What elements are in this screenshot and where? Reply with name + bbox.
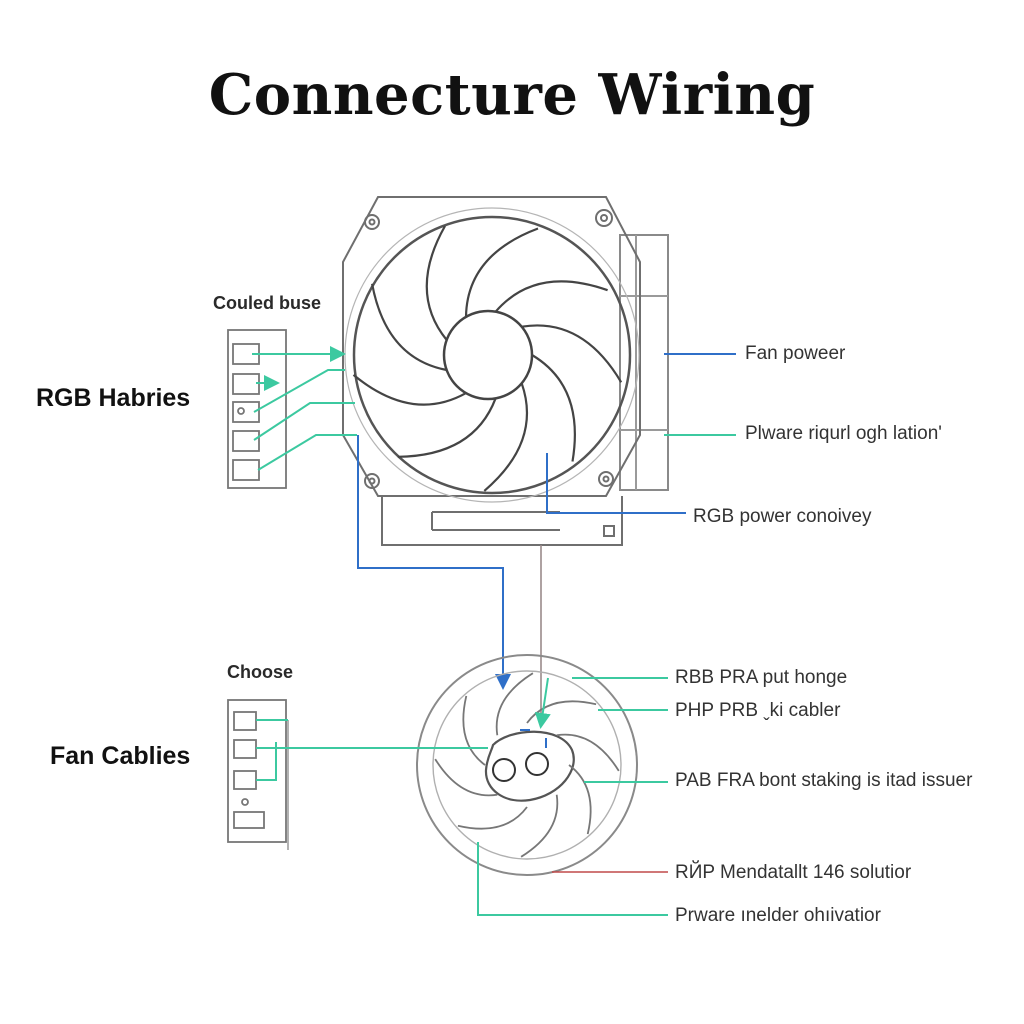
bottom-green-wires: [256, 677, 668, 916]
callout-top-2: Plware riqurl ogh lation': [745, 423, 942, 444]
callout-top-1: Fan poweer: [745, 343, 846, 364]
callout-bottom-5: Prware ınelder ohıivatior: [675, 905, 881, 926]
top-fan-housing: [342, 196, 669, 546]
callout-bottom-1: RBB PRA put honge: [675, 667, 848, 688]
label-top-side: RGB Habries: [36, 384, 191, 412]
top-blue-wires: [357, 353, 736, 690]
label-top-group: Couled buse: [213, 293, 322, 313]
top-fan-blades: [352, 225, 623, 492]
bottom-connector-panel: [227, 699, 289, 850]
fan-blade: [462, 695, 486, 766]
callout-bottom-4: RЙP Mendatallt 146 solutior: [675, 862, 912, 883]
fan-blade: [495, 672, 534, 736]
bottom-fan-blades: [434, 672, 620, 858]
callout-bottom-2: PHP PRB ˬki cabler: [675, 700, 841, 721]
fan-blade: [371, 283, 447, 372]
top-connector-panel: [227, 329, 287, 489]
fan-blade: [531, 354, 576, 462]
fan-blade: [526, 700, 597, 724]
fan-blade: [556, 733, 620, 772]
fan-blade: [521, 324, 623, 383]
fan-blade: [464, 227, 539, 317]
fan-blade: [425, 225, 448, 341]
callout-bottom-3: PAB FRA bont staking is itad issuer: [675, 770, 973, 791]
fan-blade: [494, 280, 608, 313]
fan-blade: [520, 794, 559, 858]
bottom-fan: [416, 654, 638, 876]
fan-blade: [457, 806, 528, 830]
fan-blade: [483, 382, 529, 492]
fan-blade: [568, 764, 592, 835]
callout-top-3: RGB power conoivey: [693, 506, 872, 527]
top-green-wires: [252, 346, 736, 471]
fan-blade: [397, 397, 497, 458]
fan-blade: [434, 758, 498, 797]
fan-blade: [352, 374, 467, 406]
bottom-blue-wires: [520, 729, 547, 748]
label-bottom-group: Choose: [227, 662, 294, 682]
label-bottom-side: Fan Cablies: [50, 742, 191, 770]
diagram-title: Connecture Wiring: [208, 62, 816, 128]
